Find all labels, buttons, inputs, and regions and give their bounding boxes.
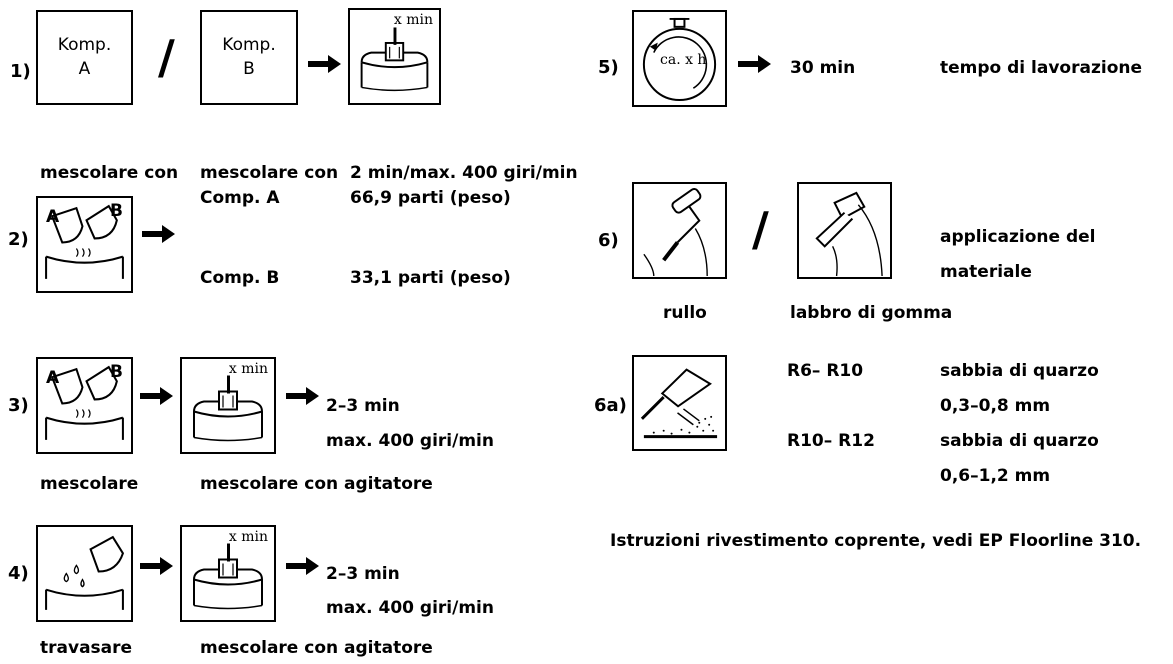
- arrow-icon: [140, 386, 174, 406]
- component-b-box: Komp. B: [200, 10, 298, 105]
- pour-components-icon: A B: [36, 357, 133, 454]
- stopwatch-icon: ca. x h: [632, 10, 727, 107]
- component-a-box: Komp. A: [36, 10, 133, 105]
- arrow-icon: [286, 386, 320, 406]
- step-3-caption-b: mescolare con agitatore: [200, 474, 433, 494]
- step-1-number: 1): [10, 61, 31, 82]
- grade-1-label: R6– R10: [787, 361, 864, 381]
- comp-b-name: Comp. B: [200, 268, 280, 288]
- grade-1-material: sabbia di quarzo: [940, 361, 1099, 381]
- grade-1-size: 0,3–0,8 mm: [940, 396, 1051, 416]
- grade-2-material: sabbia di quarzo: [940, 431, 1099, 451]
- component-b-letter: B: [243, 59, 255, 79]
- pour-label-a: A: [46, 368, 60, 388]
- step-4-speed: max. 400 giri/min: [326, 598, 494, 618]
- arrow-icon: [286, 556, 320, 576]
- grade-2-size: 0,6–1,2 mm: [940, 466, 1051, 486]
- component-b-label: Komp.: [222, 35, 276, 55]
- roller-icon: [632, 182, 727, 279]
- mixer-icon: x min: [348, 8, 441, 105]
- step-3-number: 3): [8, 395, 29, 416]
- decant-icon: [36, 525, 133, 622]
- or-slash: /: [752, 202, 769, 256]
- grade-2-label: R10– R12: [787, 431, 875, 451]
- step-4-time: 2–3 min: [326, 564, 400, 584]
- broadcast-sand-icon: [632, 355, 727, 451]
- or-slash: /: [158, 30, 175, 84]
- step-6-number: 6): [598, 230, 619, 251]
- step-4-number: 4): [8, 563, 29, 584]
- mixer-time-label: x min: [393, 12, 433, 28]
- arrow-icon: [140, 556, 174, 576]
- pour-components-icon: A B: [36, 196, 133, 293]
- step-6a-number: 6a): [594, 395, 627, 416]
- pot-life-time: 30 min: [790, 58, 856, 78]
- step-1-caption-c: 2 min/max. 400 giri/min: [350, 163, 578, 183]
- step-2-number: 2): [8, 229, 29, 250]
- mixer-icon: x min: [180, 357, 276, 454]
- mixer-icon: x min: [180, 525, 276, 622]
- arrow-icon: [308, 54, 342, 74]
- step-5-number: 5): [598, 57, 619, 78]
- arrow-icon: [738, 54, 772, 74]
- step-6-caption-b: labbro di gomma: [790, 303, 953, 323]
- step-3-caption-a: mescolare: [40, 474, 139, 494]
- clock-time-label: ca. x h: [660, 52, 707, 68]
- mixer-time-label: x min: [228, 361, 268, 377]
- comp-b-ratio: 33,1 parti (peso): [350, 268, 511, 288]
- footer-note: Istruzioni rivestimento coprente, vedi E…: [610, 531, 1142, 551]
- step-6-desc-1: applicazione del: [940, 227, 1096, 247]
- pot-life-label: tempo di lavorazione: [940, 58, 1142, 78]
- pour-label-b: B: [110, 362, 123, 382]
- step-3-time: 2–3 min: [326, 396, 400, 416]
- pour-label-a: A: [46, 207, 60, 227]
- component-a-label: Komp.: [57, 35, 112, 55]
- pour-label-b: B: [110, 201, 123, 221]
- component-a-letter: A: [78, 59, 91, 79]
- step-6-desc-2: materiale: [940, 262, 1032, 282]
- comp-a-ratio: 66,9 parti (peso): [350, 188, 511, 208]
- step-1-caption-a: mescolare con: [40, 163, 179, 183]
- step-4-caption-a: travasare: [40, 638, 133, 658]
- step-6-caption-a: rullo: [663, 303, 707, 323]
- step-1-caption-b: mescolare con: [200, 163, 339, 183]
- step-3-speed: max. 400 giri/min: [326, 431, 494, 451]
- mixer-time-label: x min: [228, 529, 268, 545]
- arrow-icon: [142, 224, 176, 244]
- squeegee-icon: [797, 182, 892, 279]
- comp-a-name: Comp. A: [200, 188, 280, 208]
- step-4-caption-b: mescolare con agitatore: [200, 638, 433, 658]
